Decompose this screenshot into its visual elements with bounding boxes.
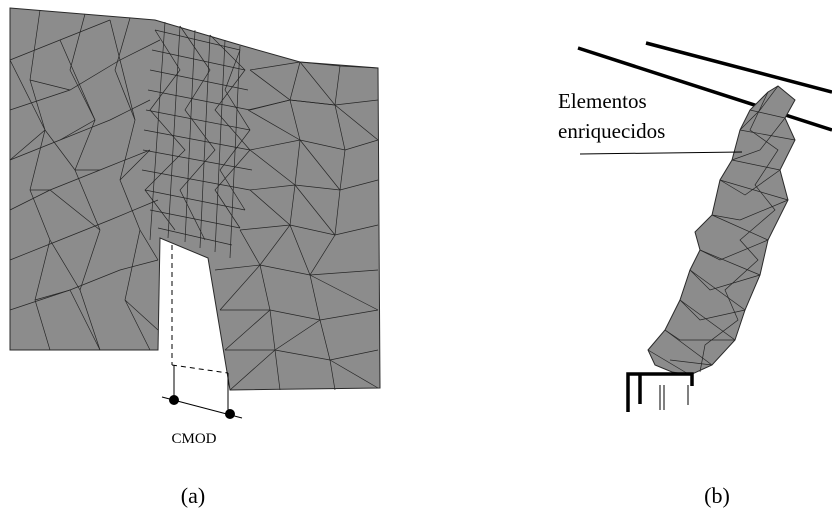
annotation-leader [579, 151, 743, 155]
panel-a-specimen-mesh: CMOD (a) [9, 7, 381, 508]
notch-dashed-diagonal [171, 364, 229, 374]
top-bar-left [577, 46, 832, 132]
enriched-crack-mesh [647, 85, 796, 376]
mesh-coarse-left [9, 9, 161, 351]
caption-a: (a) [181, 483, 205, 508]
panel-b-enriched-elements: Elementos enriquecidos (b) [558, 41, 832, 508]
enriched-crack-band [647, 85, 796, 376]
mesh-coarse-right [214, 61, 379, 391]
support-frame [626, 372, 694, 412]
cmod-point-left [169, 395, 179, 405]
annotation-line-1: Elementos [558, 89, 647, 113]
top-bar-right [645, 41, 832, 94]
specimen-body [9, 7, 381, 391]
cmod-point-right [225, 409, 235, 419]
cmod-label: CMOD [171, 431, 216, 447]
annotation-line-2: enriquecidos [558, 119, 665, 143]
caption-b: (b) [704, 483, 730, 508]
mesh-refined-center [141, 21, 253, 259]
